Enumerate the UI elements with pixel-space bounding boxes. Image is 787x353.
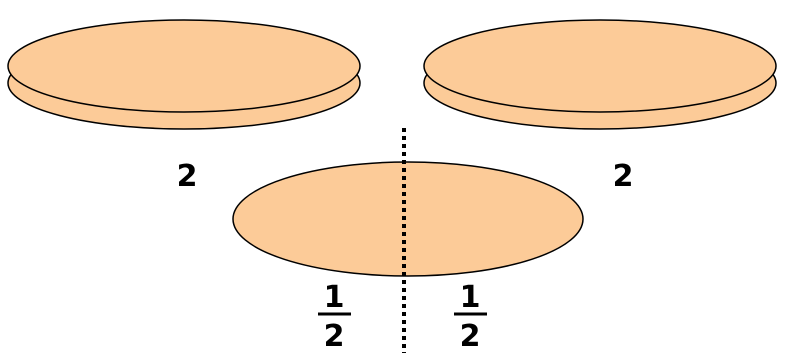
left-fraction-numerator: 1 [324, 280, 345, 315]
left-stack-top-disc [7, 19, 361, 113]
left-stack-count-label: 2 [177, 159, 198, 194]
right-stack-top-disc [423, 19, 777, 113]
left-disc-stack [7, 19, 361, 130]
right-half-fraction: 1 2 [454, 280, 487, 353]
left-half-fraction: 1 2 [318, 280, 351, 353]
split-disc [232, 161, 584, 277]
right-fraction-denominator: 2 [460, 319, 481, 353]
right-fraction-numerator: 1 [460, 280, 481, 315]
right-stack-count-label: 2 [613, 159, 634, 194]
right-disc-stack [423, 19, 777, 130]
left-fraction-denominator: 2 [324, 319, 345, 353]
